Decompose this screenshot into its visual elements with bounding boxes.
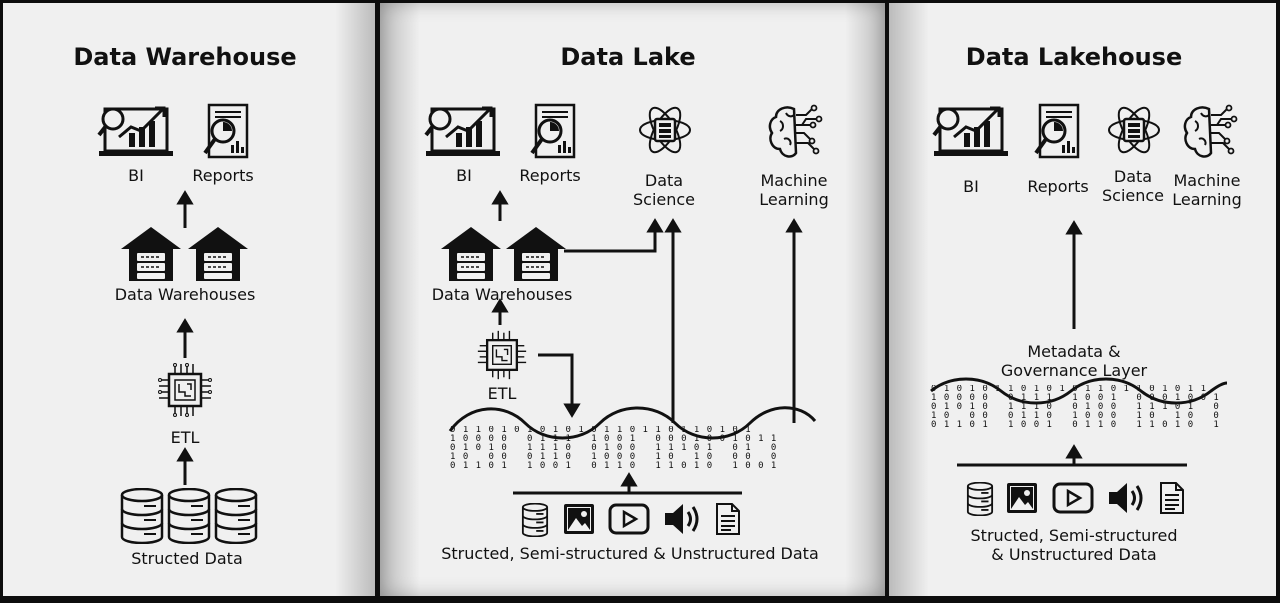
document-icon xyxy=(1160,482,1184,514)
reports-label: Reports xyxy=(519,166,581,185)
data-science-atom-icon xyxy=(1108,106,1160,154)
warehouse-icon xyxy=(121,227,181,281)
video-icon xyxy=(1052,482,1094,514)
arrows xyxy=(930,220,1228,467)
bi-chart-icon xyxy=(424,106,500,156)
binary-wave-icon xyxy=(930,377,1228,405)
panel-data-lake: Data Lake xyxy=(380,3,885,596)
database-icon xyxy=(214,488,258,544)
panel-title: Data Warehouse xyxy=(73,43,297,71)
bi-label: BI xyxy=(128,166,144,185)
image-icon xyxy=(564,504,594,534)
etl-chip-icon xyxy=(477,330,527,380)
database-icon xyxy=(521,503,549,537)
data-warehouses-label: Data Warehouses xyxy=(431,285,573,304)
database-icon xyxy=(966,482,994,516)
etl-label: ETL xyxy=(170,428,200,447)
arrows xyxy=(176,190,194,485)
document-icon xyxy=(716,503,740,535)
reports-label: Reports xyxy=(1027,177,1089,196)
audio-icon xyxy=(665,504,699,534)
audio-icon xyxy=(1109,483,1143,513)
panel-data-warehouse: Data Warehouse BI Reports xyxy=(3,3,375,596)
report-icon xyxy=(203,103,249,159)
warehouse-icon xyxy=(188,227,248,281)
database-icon xyxy=(167,488,211,544)
report-icon xyxy=(1034,103,1080,159)
arrows xyxy=(448,190,817,495)
panel-data-lakehouse: Data Lakehouse xyxy=(889,3,1276,596)
unstructured-data-label: Structed, Semi-structured & Unstructured… xyxy=(441,544,819,563)
bi-label: BI xyxy=(456,166,472,185)
binary-wave-icon xyxy=(448,406,817,440)
database-icon xyxy=(120,488,164,544)
video-icon xyxy=(608,503,650,535)
data-science-atom-icon xyxy=(639,106,691,154)
panel-title: Data Lake xyxy=(560,43,696,71)
bi-chart-icon xyxy=(932,106,1008,156)
etl-chip-icon xyxy=(158,363,212,417)
reports-label: Reports xyxy=(192,166,254,185)
metadata-governance-layer-label: Metadata &Governance Layer xyxy=(1000,342,1148,380)
report-icon xyxy=(530,103,576,159)
bi-chart-icon xyxy=(97,106,173,156)
warehouse-icon xyxy=(441,227,501,281)
machine-learning-brain-icon xyxy=(768,104,823,158)
panel-title: Data Lakehouse xyxy=(965,43,1183,71)
structured-data-label: Structed Data xyxy=(131,549,243,568)
machine-learning-brain-icon xyxy=(1183,104,1238,158)
warehouse-icon xyxy=(506,227,566,281)
data-warehouses-label: Data Warehouses xyxy=(114,285,256,304)
unstructured-data-label: Structed, Semi-structured& Unstructured … xyxy=(970,526,1178,564)
image-icon xyxy=(1007,483,1037,513)
bi-label: BI xyxy=(963,177,979,196)
etl-label: ETL xyxy=(487,384,517,403)
